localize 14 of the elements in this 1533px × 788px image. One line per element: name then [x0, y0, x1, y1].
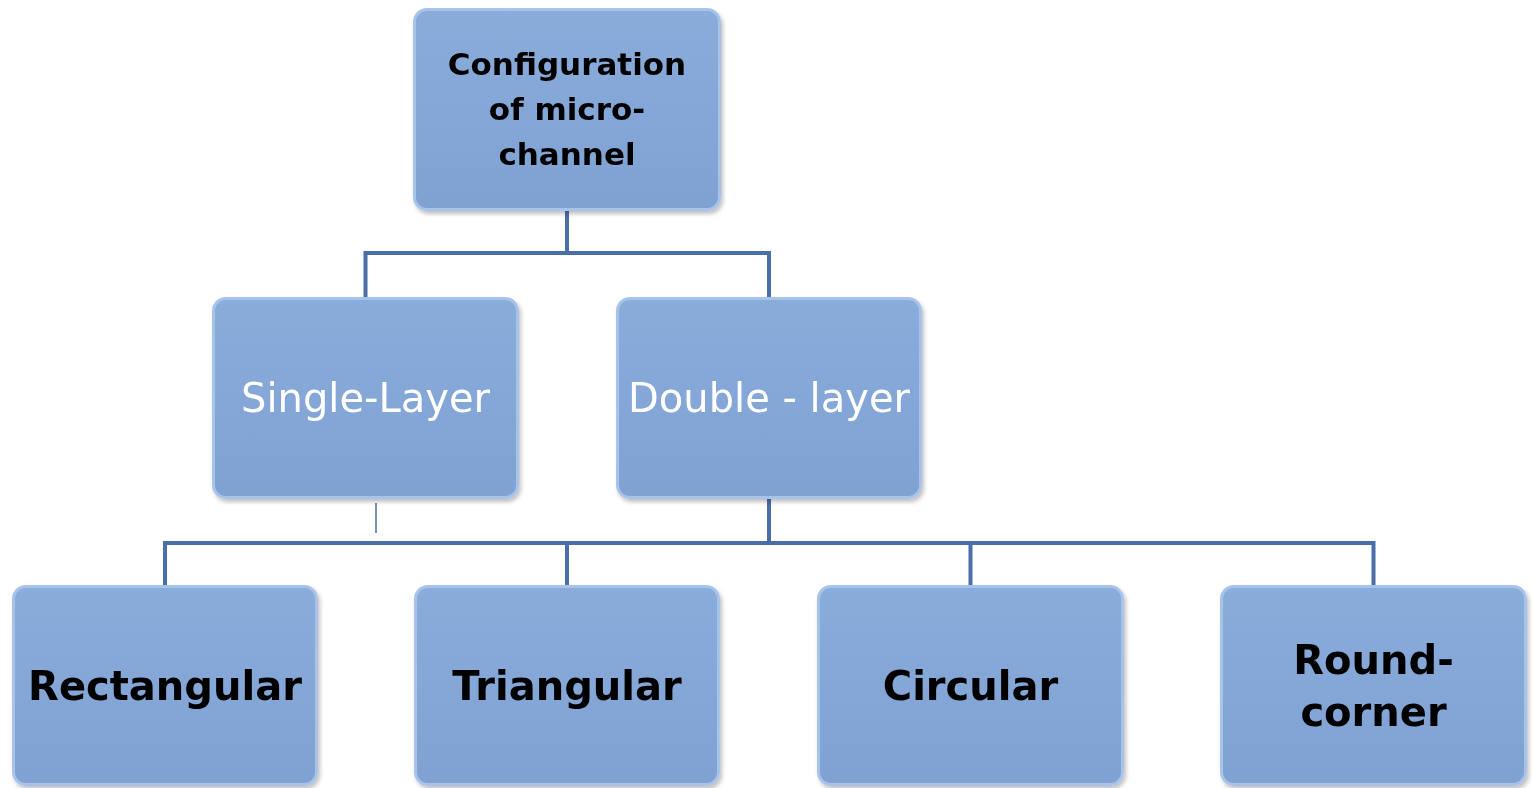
category-box — [12, 585, 318, 786]
node-label: Circular — [882, 661, 1059, 711]
node-label: Single-Layer — [241, 374, 490, 423]
category-box — [413, 8, 721, 211]
category-box — [212, 297, 519, 499]
node-label: Round- corner — [1292, 635, 1455, 737]
category-box — [817, 585, 1124, 786]
node-label: Double - layer — [628, 374, 910, 423]
node-label: Rectangular — [28, 661, 302, 711]
node-label: Configuration of micro-channel — [446, 45, 688, 174]
category-box — [1220, 585, 1527, 786]
node-label: Triangular — [452, 661, 682, 711]
category-box — [616, 297, 922, 499]
category-box — [414, 585, 720, 786]
